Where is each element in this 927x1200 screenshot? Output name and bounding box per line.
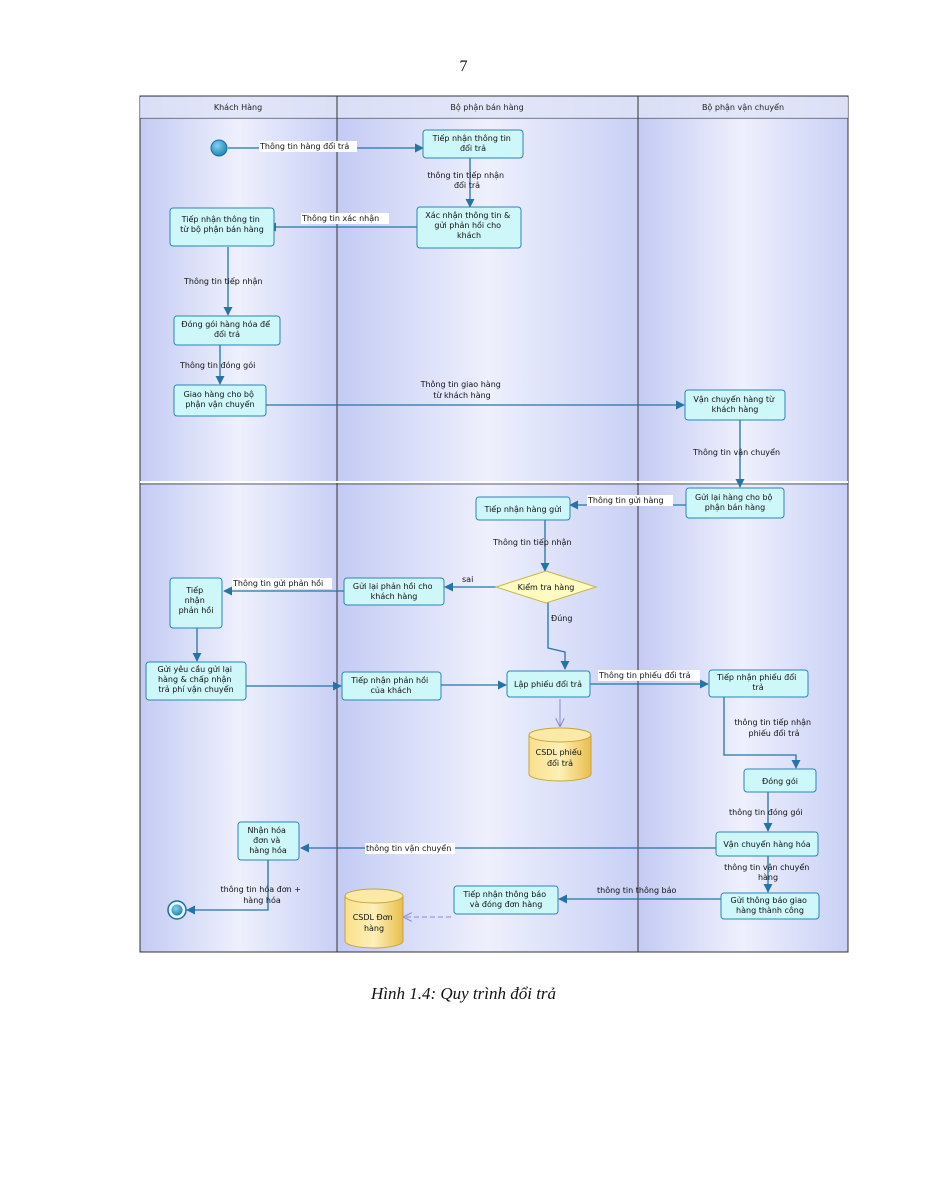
node-ship-from-customer: Vận chuyển hàng từ khách hàng (684, 389, 786, 421)
flow-received-return-slip-info (723, 697, 801, 769)
svg-text:Tiếp nhận thông báo và đ: Tiếp nhận thông báo và đóng đơn hàng (462, 889, 548, 909)
label-notice-info: thông tin thông báo (597, 885, 677, 895)
label-received-info-1: thông tin tiếp nhận đổi trả (427, 170, 506, 190)
lane-title-shipping: Bộ phận vận chuyển (702, 102, 784, 113)
flow-correct (547, 600, 570, 670)
label-packing-info: Thông tin đóng gói (179, 360, 255, 370)
node-receive-return-info: Tiếp nhận thông tin đổi trả (422, 129, 524, 159)
flow-labels: Thông tin hàng đổi trả thông tin tiếp nh… (179, 141, 813, 905)
svg-text:Vận chuyển hàng hóa: Vận chuyển hàng hóa (723, 839, 810, 850)
svg-text:Tiếp nhận phiếu đổi trả: Tiếp nhận phiếu đổi trả (716, 672, 799, 692)
svg-text:CSDL phiếu đổi trả: CSDL phiếu đổi trả (536, 747, 585, 768)
svg-text:Tiếp nhận hàng gửi: Tiếp nhận hàng gửi (483, 504, 561, 515)
lane-title-sales: Bộ phận bán hàng (450, 102, 523, 113)
svg-text:Xác nhận thông tin & gửi: Xác nhận thông tin & gửi phản hồi cho kh… (425, 210, 513, 240)
datastore-order-db: CSDL Đơn hàng (344, 888, 404, 949)
svg-text:Gửi lại hàng cho bộ phận: Gửi lại hàng cho bộ phận bán hàng (695, 492, 775, 513)
label-shipping-info-1: Thông tin vận chuyển (692, 447, 780, 458)
svg-text:Gửi lại phản hồi cho khá: Gửi lại phản hồi cho khách hàng (353, 581, 435, 601)
svg-text:Kiểm tra hàng: Kiểm tra hàng (518, 582, 575, 592)
svg-text:Nhận hóa đơn và hà: Nhận hóa đơn và hàng hóa (248, 825, 289, 855)
svg-text:Tiếp nhận thông tin từ b: Tiếp nhận thông tin từ bộ phận bán hàng (180, 214, 264, 235)
svg-text:Đóng gói: Đóng gói (762, 776, 798, 786)
label-correct: Đúng (551, 614, 572, 623)
decision-check-goods: Kiểm tra hàng (494, 570, 598, 604)
svg-text:Gửi thông báo giao hàng: Gửi thông báo giao hàng thành công (731, 895, 810, 915)
datastore-return-slip-db: CSDL phiếu đổi trả (528, 727, 592, 782)
figure-caption: Hình 1.4: Quy trình đổi trả (370, 984, 557, 1003)
node-send-back-to-sales: Gửi lại hàng cho bộ phận bán hàng (685, 487, 785, 519)
flow-lines (186, 143, 801, 915)
label-shipping-info-3: thông tin vận chuyển hàng (724, 862, 812, 882)
svg-text:Giao hàng cho bộ phận vậ: Giao hàng cho bộ phận vận chuyển (184, 389, 257, 410)
label-received-info-3: Thông tin tiếp nhận (492, 537, 572, 548)
svg-text:Đóng gói hàng hóa để đổi: Đóng gói hàng hóa để đổi trả (181, 319, 272, 339)
flow-invoice-info (186, 860, 269, 915)
node-send-feedback: Gửi lại phản hồi cho khách hàng (343, 577, 445, 606)
label-shipping-info-2: thông tin vận chuyển (366, 843, 451, 854)
label-return-info: Thông tin hàng đổi trả (259, 141, 349, 151)
label-packing-info-2: thông tin đóng gói (729, 807, 803, 817)
svg-text:Gửi yêu cầu gửi lại hàng: Gửi yêu cầu gửi lại hàng & chấp nhận trả… (157, 664, 234, 695)
svg-text:Tiếp nhận phản hồi của k: Tiếp nhận phản hồi của khách (350, 675, 430, 695)
node-create-return-slip: Lập phiếu đổi trả (506, 670, 591, 698)
svg-text:Tiếp nhận phản hồi: Tiếp nhận phản hồi (179, 585, 214, 615)
svg-text:CSDL Đơn hàng: CSDL Đơn hàng (353, 913, 396, 933)
lane-title-customer: Khách Hàng (214, 103, 262, 112)
node-receive-notice-close: Tiếp nhận thông báo và đóng đơn hàng (453, 885, 559, 915)
svg-text:Vận chuyển hàng từ khách: Vận chuyển hàng từ khách hàng (693, 394, 776, 414)
svg-text:Tiếp nhận thông tin đổi: Tiếp nhận thông tin đổi trả (432, 133, 514, 153)
node-receive-sent-goods: Tiếp nhận hàng gửi (475, 496, 571, 521)
label-received-return-slip-info: thông tin tiếp nhận phiếu đổi trả (734, 717, 813, 738)
node-receive-invoice: Nhận hóa đơn và hàng hóa (237, 821, 300, 861)
node-pack-goods: Đóng gói hàng hóa để đổi trả (173, 315, 281, 346)
label-received-info-2: Thông tin tiếp nhận (183, 276, 263, 287)
node-ship-goods: Vận chuyển hàng hóa (715, 831, 819, 857)
node-send-success-notice: Gửi thông báo giao hàng thành công (720, 892, 820, 920)
label-sent-goods-info: Thông tin gửi hàng (587, 495, 664, 505)
node-request-resend: Gửi yêu cầu gửi lại hàng & chấp nhận trả… (145, 661, 247, 701)
label-feedback-info: Thông tin gửi phản hồi (232, 578, 323, 588)
node-receive-return-slip: Tiếp nhận phiếu đổi trả (708, 669, 809, 698)
node-deliver-to-shipping: Giao hàng cho bộ phận vận chuyển (173, 384, 267, 417)
page-number: 7 (459, 58, 468, 75)
decision-label: Kiểm tra hàng (518, 582, 575, 592)
label-invoice-info: thông tin hóa đơn + hàng hóa (220, 884, 303, 905)
node-confirm-info: Xác nhận thông tin & gửi phản hồi cho kh… (416, 206, 522, 249)
label-wrong: sai (462, 575, 473, 584)
node-receive-customer-feedback: Tiếp nhận phản hồi của khách (341, 671, 442, 701)
node-pack: Đóng gói (743, 768, 817, 793)
start-node (210, 139, 228, 157)
node-receive-feedback: Tiếp nhận phản hồi (169, 577, 223, 629)
label-confirm-info: Thông tin xác nhận (301, 213, 379, 224)
label-delivery-from-customer: Thông tin giao hàng từ khách hàng (420, 379, 504, 400)
datastore-links (404, 699, 560, 917)
svg-text:Lập phiếu đổi trả: Lập phiếu đổi trả (514, 679, 582, 690)
node-receive-from-sales: Tiếp nhận thông tin từ bộ phận bán hàng (169, 207, 275, 247)
end-node (167, 900, 187, 920)
label-return-slip-info: Thông tin phiếu đổi trả (598, 670, 691, 680)
